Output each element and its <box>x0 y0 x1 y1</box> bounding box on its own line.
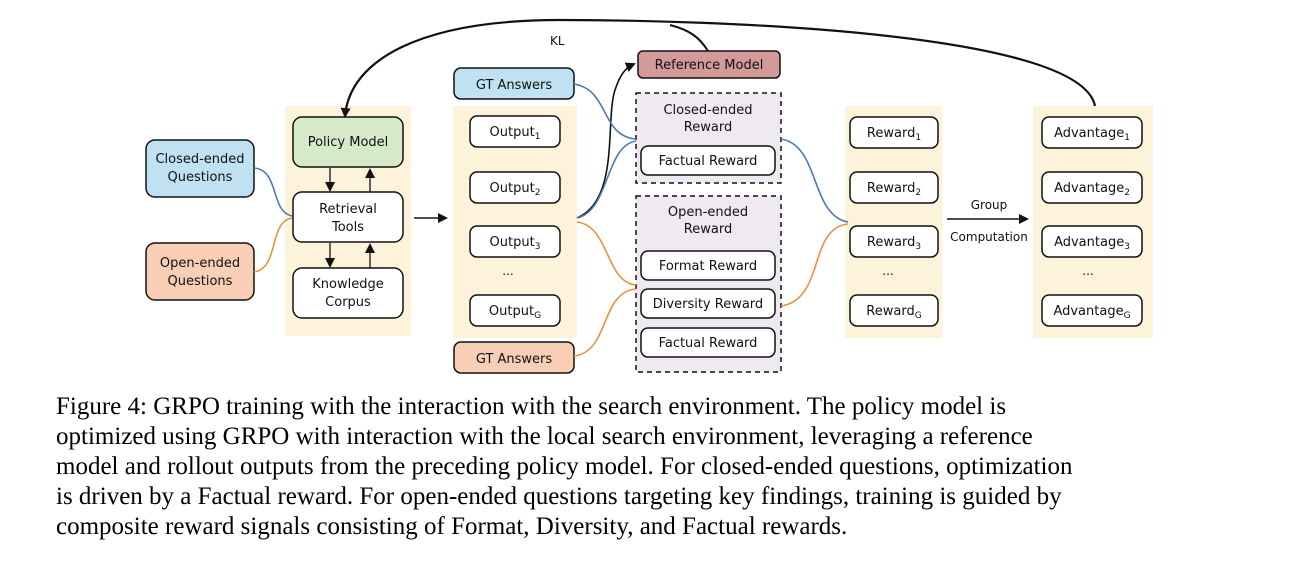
group-computation-label: Group <box>971 198 1008 212</box>
group-computation-label-2: Computation <box>950 230 1028 244</box>
diversity-reward-label: Diversity Reward <box>653 297 763 312</box>
rewards-ellipsis: ... <box>882 264 893 278</box>
output-2-label: Output2 <box>490 181 541 198</box>
reference-model-label: Reference Model <box>655 58 764 73</box>
retrieval-tools-box <box>292 191 404 243</box>
reward-3-box <box>849 225 939 258</box>
open-reward-to-rewards-line <box>780 223 849 307</box>
closed-factual-reward-box <box>640 145 776 176</box>
closed-reward-title: Closed-ended <box>663 103 752 118</box>
policy-model-box <box>292 116 404 168</box>
open-questions-label-2: Questions <box>168 274 233 289</box>
advantage-1-box <box>1041 116 1143 149</box>
open-factual-reward-box <box>640 327 776 358</box>
closed-reward-title-2: Reward <box>684 120 732 135</box>
advantage-2-label: Advantage2 <box>1054 181 1130 198</box>
gt-answers-bottom-box <box>453 341 575 374</box>
caption-line-5: composite reward signals consisting of F… <box>56 513 848 540</box>
closed-reward-to-rewards-line <box>780 138 849 223</box>
grpo-diagram: KL Closed-ended Questions Open-ended Que… <box>145 18 1153 374</box>
kl-label: KL <box>550 34 565 48</box>
caption-line-4: is driven by a Factual reward. For open-… <box>56 483 1062 510</box>
advantage-3-box <box>1041 225 1143 258</box>
advantage-1-label: Advantage1 <box>1054 126 1130 143</box>
advantage-g-box <box>1041 294 1143 327</box>
outputs-to-open-reward-line <box>576 221 637 286</box>
output-1-box <box>469 115 561 148</box>
open-reward-title: Open-ended <box>668 205 748 220</box>
output-g-label: OutputG <box>489 304 541 321</box>
output-1-label: Output1 <box>490 125 541 142</box>
reward-g-box <box>849 294 939 327</box>
closed-questions-label-2: Questions <box>168 170 233 185</box>
outputs-ellipsis: ... <box>502 264 513 278</box>
knowledge-corpus-label-2: Corpus <box>325 295 371 310</box>
knowledge-corpus-label: Knowledge <box>312 277 383 292</box>
gt-answers-bottom-label: GT Answers <box>476 352 553 367</box>
outputs-to-reference-arrow <box>576 62 636 219</box>
outputs-to-closed-reward-line <box>576 140 637 219</box>
open-questions-box <box>145 242 255 301</box>
knowledge-corpus-box <box>292 267 404 319</box>
open-questions-label: Open-ended <box>160 256 240 271</box>
figure-caption: Figure 4: GRPO training with the interac… <box>56 392 1246 542</box>
reference-to-kl-line <box>669 24 709 52</box>
advantage-2-box <box>1041 171 1143 204</box>
closed-questions-label: Closed-ended <box>155 152 244 167</box>
advantage-3-label: Advantage3 <box>1054 235 1130 252</box>
reward-2-box <box>849 171 939 204</box>
format-reward-box <box>640 250 776 281</box>
reward-1-label: Reward1 <box>867 126 921 143</box>
gt-bottom-to-open-reward-line <box>573 288 637 357</box>
reward-g-label: RewardG <box>866 304 921 321</box>
closed-to-tools-line <box>253 167 293 217</box>
output-3-box <box>469 225 561 258</box>
open-reward-title-2: Reward <box>684 222 732 237</box>
open-factual-reward-label: Factual Reward <box>659 336 758 351</box>
gt-answers-top-label: GT Answers <box>476 78 553 93</box>
output-3-label: Output3 <box>490 235 541 252</box>
gt-answers-top-box <box>453 67 575 100</box>
retrieval-tools-label: Retrieval <box>319 202 377 217</box>
retrieval-tools-label-2: Tools <box>331 220 364 235</box>
closed-questions-box <box>145 139 255 198</box>
output-2-box <box>469 171 561 204</box>
caption-line-1: Figure 4: GRPO training with the interac… <box>56 393 1007 420</box>
open-to-tools-line <box>253 217 293 273</box>
closed-factual-reward-label: Factual Reward <box>659 154 758 169</box>
policy-model-label: Policy Model <box>308 135 389 150</box>
gt-top-to-closed-reward-line <box>573 83 637 140</box>
caption-line-3: model and rollout outputs from the prece… <box>56 453 1073 480</box>
caption-line-2: optimized using GRPO with interaction wi… <box>56 423 1033 450</box>
reward-3-label: Reward3 <box>867 235 921 252</box>
advantages-ellipsis: ... <box>1082 264 1093 278</box>
reward-2-label: Reward2 <box>867 181 921 198</box>
reference-model-box <box>637 50 781 79</box>
format-reward-label: Format Reward <box>659 259 757 274</box>
reward-1-box <box>849 116 939 149</box>
output-g-box <box>469 294 561 327</box>
advantage-g-label: AdvantageG <box>1053 304 1130 321</box>
diversity-reward-box <box>640 288 776 319</box>
kl-arrow <box>340 18 1097 118</box>
